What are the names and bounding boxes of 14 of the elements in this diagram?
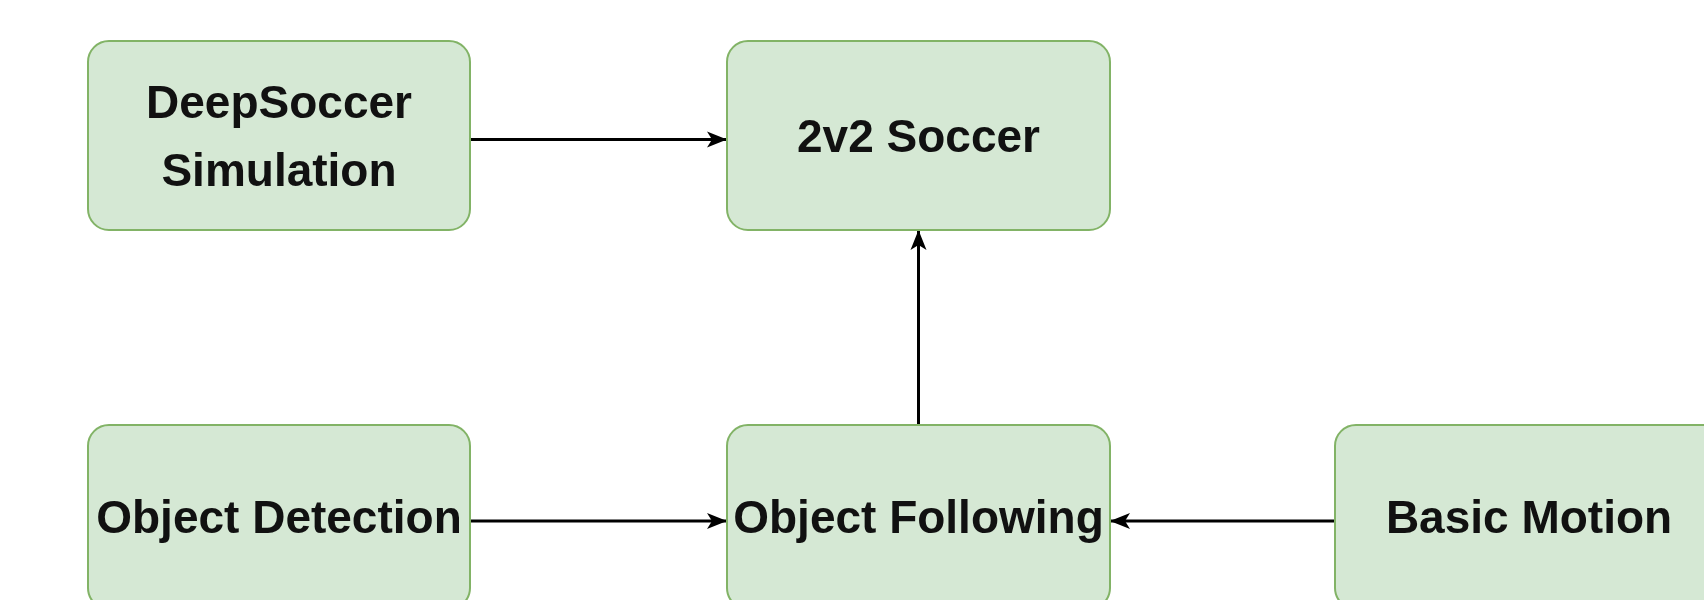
arrow xyxy=(471,513,727,529)
box-label: Object Detection xyxy=(96,490,462,545)
process-box xyxy=(726,424,1111,600)
process-box xyxy=(87,40,471,231)
box-label: Basic Motion xyxy=(1385,490,1673,545)
process-box xyxy=(87,424,471,600)
arrow xyxy=(910,230,927,424)
process-box xyxy=(1334,424,1704,600)
arrow xyxy=(1110,513,1334,529)
box-label: Object Following xyxy=(733,490,1104,545)
arrow xyxy=(471,131,727,148)
box-label: DeepSoccer Simulation xyxy=(145,74,413,198)
process-box xyxy=(726,40,1111,231)
box-label: 2v2 Soccer xyxy=(797,108,1040,164)
